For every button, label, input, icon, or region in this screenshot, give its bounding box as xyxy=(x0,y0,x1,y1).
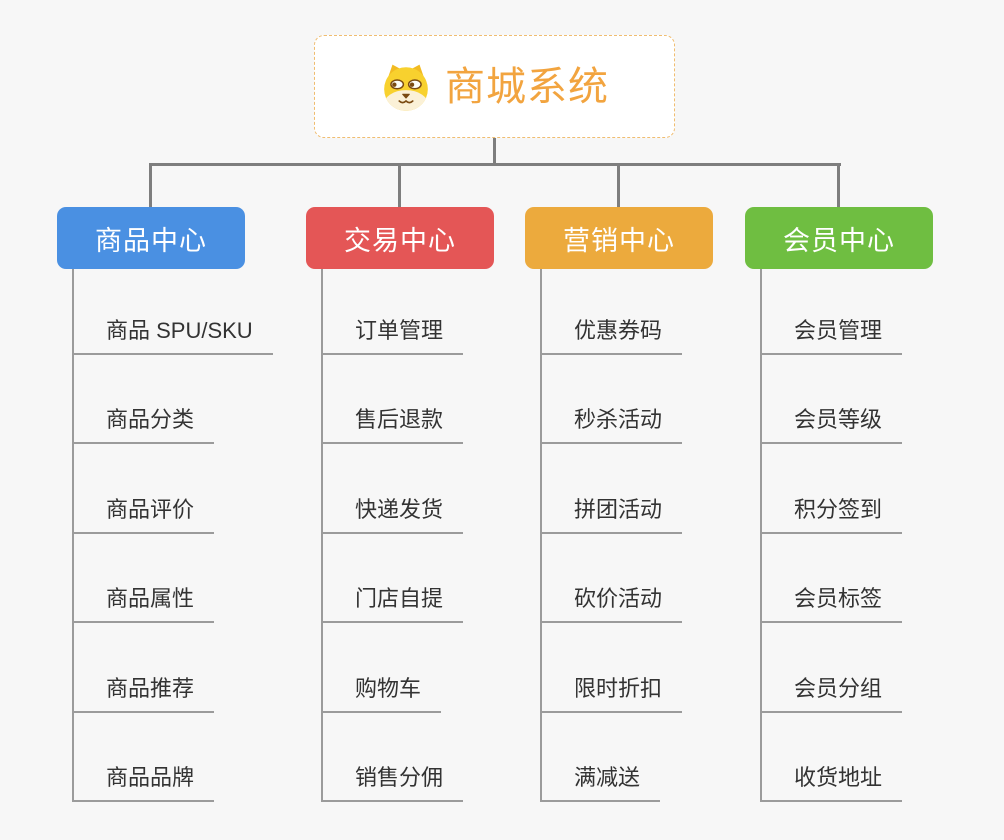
leaf-item-3-0[interactable]: 会员管理 xyxy=(760,316,903,355)
branch-connector-stub-3 xyxy=(837,163,840,208)
leaf-item-3-4[interactable]: 会员分组 xyxy=(760,674,903,713)
leaf-trunk-0 xyxy=(72,269,74,802)
root-node-mall-system[interactable]: 商城系统 xyxy=(314,35,675,138)
leaf-trunk-1 xyxy=(321,269,323,802)
leaf-item-3-1[interactable]: 会员等级 xyxy=(760,405,903,444)
branch-node-0[interactable]: 商品中心 xyxy=(57,207,245,269)
root-title: 商城系统 xyxy=(445,64,609,109)
leaf-trunk-2 xyxy=(540,269,542,802)
root-connector-vertical xyxy=(493,138,496,166)
branch-connector-stub-2 xyxy=(617,163,620,208)
leaf-item-0-2[interactable]: 商品评价 xyxy=(72,495,215,534)
branch-connector-beam xyxy=(149,163,841,166)
leaf-item-2-5[interactable]: 满减送 xyxy=(540,763,661,802)
branch-connector-stub-0 xyxy=(149,163,152,208)
leaf-item-1-2[interactable]: 快递发货 xyxy=(321,495,464,534)
leaf-item-1-0[interactable]: 订单管理 xyxy=(321,316,464,355)
leaf-item-3-5[interactable]: 收货地址 xyxy=(760,763,903,802)
leaf-item-1-1[interactable]: 售后退款 xyxy=(321,405,464,444)
leaf-item-2-3[interactable]: 砍价活动 xyxy=(540,584,683,623)
leaf-item-3-3[interactable]: 会员标签 xyxy=(760,584,903,623)
leaf-item-0-4[interactable]: 商品推荐 xyxy=(72,674,215,713)
leaf-item-3-2[interactable]: 积分签到 xyxy=(760,495,903,534)
leaf-item-2-1[interactable]: 秒杀活动 xyxy=(540,405,683,444)
dog-face-icon xyxy=(384,64,428,111)
leaf-item-0-5[interactable]: 商品品牌 xyxy=(72,763,215,802)
leaf-item-0-0[interactable]: 商品 SPU/SKU xyxy=(72,316,273,355)
leaf-item-1-5[interactable]: 销售分佣 xyxy=(321,763,464,802)
leaf-item-2-2[interactable]: 拼团活动 xyxy=(540,495,683,534)
leaf-item-1-3[interactable]: 门店自提 xyxy=(321,584,464,623)
leaf-item-2-0[interactable]: 优惠券码 xyxy=(540,316,683,355)
leaf-item-2-4[interactable]: 限时折扣 xyxy=(540,674,683,713)
leaf-item-1-4[interactable]: 购物车 xyxy=(321,674,442,713)
branch-node-2[interactable]: 营销中心 xyxy=(525,207,713,269)
leaf-item-0-1[interactable]: 商品分类 xyxy=(72,405,215,444)
branch-connector-stub-1 xyxy=(398,163,401,208)
leaf-item-0-3[interactable]: 商品属性 xyxy=(72,584,215,623)
branch-node-1[interactable]: 交易中心 xyxy=(306,207,494,269)
leaf-trunk-3 xyxy=(760,269,762,802)
branch-node-3[interactable]: 会员中心 xyxy=(745,207,933,269)
